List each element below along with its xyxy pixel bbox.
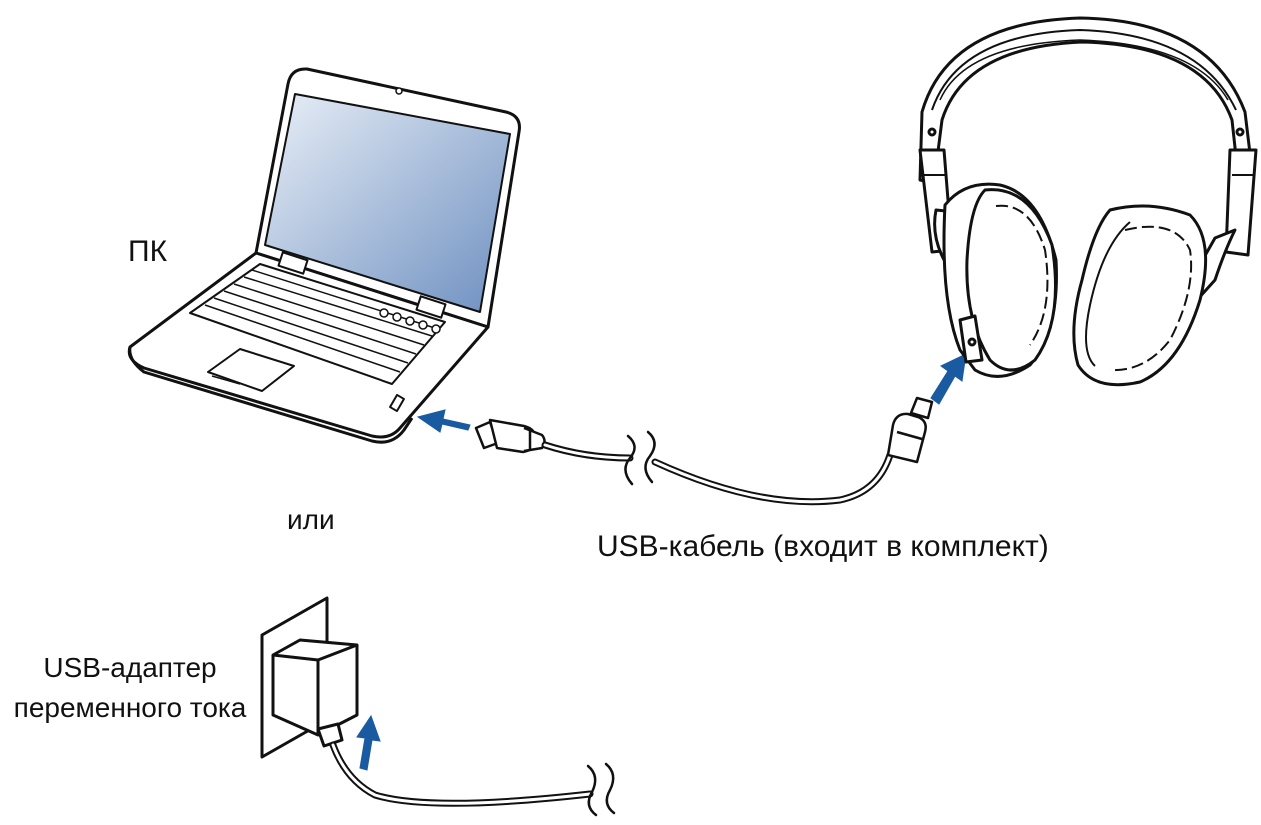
arrow-icon bbox=[356, 714, 381, 771]
headphones-icon bbox=[918, 16, 1258, 387]
usb-a-plug-icon bbox=[474, 418, 546, 454]
usb-adapter-label-line1: USB-адаптер bbox=[43, 652, 217, 683]
pc-label: ПК bbox=[128, 235, 168, 268]
usb-adapter-label: USB-адаптер переменного тока bbox=[4, 648, 256, 728]
usb-cable bbox=[541, 430, 894, 506]
usb-cable-label: USB-кабель (входит в комплект) bbox=[597, 530, 1049, 563]
arrow-icon bbox=[930, 353, 967, 405]
usb-adapter-label-line2: переменного тока bbox=[13, 692, 247, 723]
arrow-icon bbox=[416, 409, 471, 433]
laptop-icon bbox=[127, 67, 521, 444]
micro-usb-plug-icon bbox=[886, 396, 934, 464]
ac-adapter-icon bbox=[260, 596, 359, 759]
or-label: или bbox=[287, 504, 335, 535]
adapter-cable bbox=[329, 741, 616, 817]
